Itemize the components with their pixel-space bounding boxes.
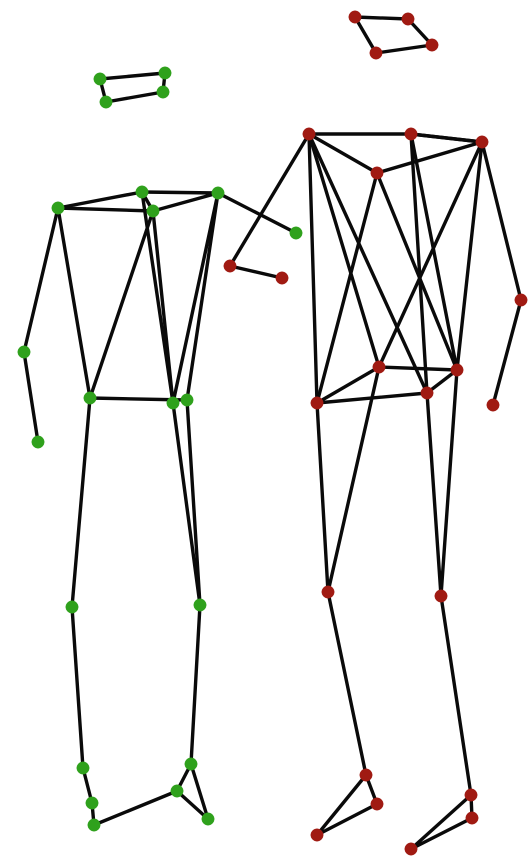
figure-right-joint-12 xyxy=(311,397,323,409)
figure-left-joint-19 xyxy=(185,758,197,770)
figure-left-joint-8 xyxy=(18,346,30,358)
figure-right-joint-14 xyxy=(421,387,433,399)
figure-right-bone-0 xyxy=(355,17,408,19)
figure-left-joint-4 xyxy=(52,202,64,214)
figure-left-joint-17 xyxy=(86,797,98,809)
figure-left-joint-7 xyxy=(147,205,159,217)
figure-right-joint-20 xyxy=(311,829,323,841)
figure-right-joint-10 xyxy=(515,294,527,306)
figure-left-joint-1 xyxy=(159,67,171,79)
figure-right-joint-23 xyxy=(405,843,417,855)
figure-right-joint-9 xyxy=(276,272,288,284)
figure-right-joint-22 xyxy=(466,812,478,824)
figure-right-joint-6 xyxy=(476,136,488,148)
figure-right-joint-17 xyxy=(435,590,447,602)
figure-right-joint-21 xyxy=(465,789,477,801)
figure-left-joint-0 xyxy=(94,73,106,85)
figure-right-joint-15 xyxy=(451,364,463,376)
figure-left-joint-3 xyxy=(157,86,169,98)
figure-right-joint-8 xyxy=(224,260,236,272)
figure-left-bone-5 xyxy=(142,192,218,193)
figure-right-joint-18 xyxy=(360,769,372,781)
figure-left-joint-11 xyxy=(84,392,96,404)
figure-left-joint-2 xyxy=(100,96,112,108)
figure-right-joint-7 xyxy=(371,167,383,179)
figure-left-joint-18 xyxy=(88,819,100,831)
figure-left-joint-20 xyxy=(171,785,183,797)
figure-right-joint-19 xyxy=(371,798,383,810)
figure-right-joint-16 xyxy=(322,586,334,598)
figure-right-joint-5 xyxy=(405,128,417,140)
figure-right-joint-2 xyxy=(370,47,382,59)
figure-left-joint-14 xyxy=(66,601,78,613)
figure-left-joint-6 xyxy=(212,187,224,199)
figure-left-joint-10 xyxy=(290,227,302,239)
figure-right-joint-1 xyxy=(402,13,414,25)
figure-left-joint-12 xyxy=(167,397,179,409)
figure-right-joint-3 xyxy=(426,39,438,51)
figure-left-joint-15 xyxy=(194,599,206,611)
figure-right-joint-4 xyxy=(303,128,315,140)
figure-left-joint-5 xyxy=(136,186,148,198)
figure-right-joint-11 xyxy=(487,399,499,411)
figure-right-joint-13 xyxy=(373,361,385,373)
figure-left-joint-9 xyxy=(32,436,44,448)
figure-right-joint-0 xyxy=(349,11,361,23)
figure-left-joint-13 xyxy=(181,394,193,406)
figure-left-joint-16 xyxy=(77,762,89,774)
figure-left-joint-21 xyxy=(202,813,214,825)
